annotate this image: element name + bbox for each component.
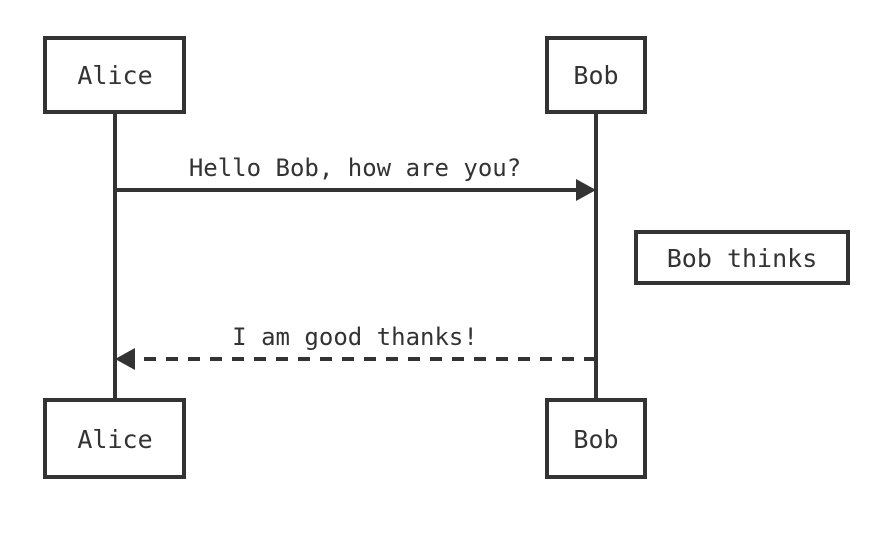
participant-box-alice-bottom[interactable]: Alice [43,398,186,479]
participant-boxes-bottom: Alice Bob [43,398,647,479]
lifelines-group [113,112,598,400]
participant-label-alice-top: Alice [77,61,152,90]
participant-label-bob-bottom: Bob [573,425,618,454]
message-i-am-good-thanks[interactable]: I am good thanks! [115,323,596,370]
note-bob-thinks-label: Bob thinks [667,244,818,273]
message-hello-bob-how-are-you[interactable]: Hello Bob, how are you? [115,154,596,201]
note-bob-thinks-rect [634,230,850,285]
participant-box-alice-top-rect [43,36,186,114]
participant-box-bob-top-rect [545,36,647,114]
participant-boxes-top: Alice Bob [43,36,647,114]
participant-box-alice-bottom-rect [43,398,186,479]
participant-box-bob-bottom[interactable]: Bob [545,398,647,479]
message-label-1: Hello Bob, how are you? [189,154,521,182]
participant-box-bob-top[interactable]: Bob [545,36,647,114]
arrow-head-left-2 [115,348,135,370]
message-label-2: I am good thanks! [232,323,478,351]
note-bob-thinks[interactable]: Bob thinks [634,230,850,285]
participant-box-alice-top[interactable]: Alice [43,36,186,114]
participant-label-bob-top: Bob [573,61,618,90]
participant-label-alice-bottom: Alice [77,425,152,454]
participant-box-bob-bottom-rect [545,398,647,479]
arrow-head-right-1 [576,179,596,201]
